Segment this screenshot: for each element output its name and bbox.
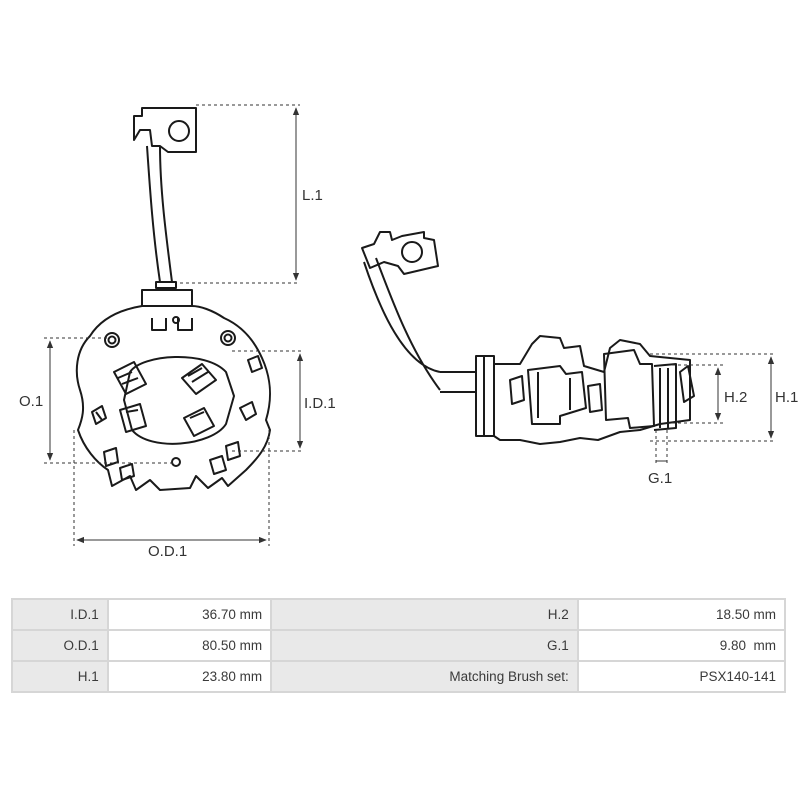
specifications-table: I.D.1 36.70 mm H.2 18.50 mm O.D.1 80.50 …: [11, 598, 787, 693]
spec-label: O.D.1: [11, 629, 109, 662]
table-row: I.D.1 36.70 mm H.2 18.50 mm: [11, 598, 787, 631]
spec-value: PSX140-141: [576, 660, 787, 693]
label-o1: O.1: [19, 393, 43, 410]
spec-value: 36.70 mm: [106, 598, 273, 631]
spec-value: 18.50 mm: [576, 598, 787, 631]
side-lead-wire: [363, 257, 441, 391]
brush-box-4: [183, 407, 215, 437]
label-h2: H.2: [724, 389, 747, 406]
spec-label: Matching Brush set:: [270, 660, 579, 693]
front-view: [75, 107, 272, 491]
side-brush-box-2: [603, 349, 655, 429]
lead-wire: [146, 145, 173, 283]
label-id1: I.D.1: [304, 395, 336, 412]
label-od1: O.D.1: [148, 543, 187, 560]
terminal-lug: [133, 107, 197, 153]
spec-value: 23.80 mm: [106, 660, 273, 693]
side-terminal-lug: [361, 231, 439, 275]
spec-label: I.D.1: [11, 598, 109, 631]
brush-box-1: [113, 361, 147, 395]
side-dimensions: [650, 353, 776, 464]
side-view: [361, 231, 695, 445]
label-l1: L.1: [302, 187, 323, 204]
table-row: H.1 23.80 mm Matching Brush set: PSX140-…: [11, 660, 787, 693]
spec-value: 80.50 mm: [106, 629, 273, 662]
side-brush-box-1: [527, 365, 587, 425]
side-plate: [493, 335, 691, 445]
brush-box-2: [181, 363, 217, 395]
spec-label: G.1: [270, 629, 579, 662]
spec-label: H.2: [270, 598, 579, 631]
brush-box-3: [119, 403, 147, 433]
holder-plate: [75, 305, 272, 491]
label-g1: G.1: [648, 470, 672, 487]
front-dimensions: [44, 104, 304, 546]
spec-value: 9.80 mm: [576, 629, 787, 662]
table-row: O.D.1 80.50 mm G.1 9.80 mm: [11, 629, 787, 662]
spec-label: H.1: [11, 660, 109, 693]
label-h1: H.1: [775, 389, 798, 406]
brush-holder-technical-drawing: L.1 O.1 I.D.1 O.D.1 H.2 H.1 G.1: [19, 104, 798, 560]
